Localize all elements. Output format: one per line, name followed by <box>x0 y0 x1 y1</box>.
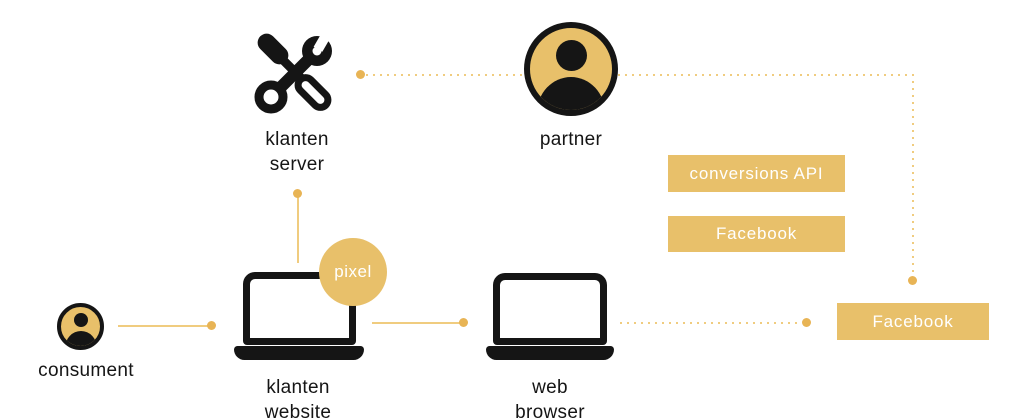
connector-endpoint-dot <box>293 189 302 198</box>
tools-icon <box>254 31 333 114</box>
avatar-head <box>555 40 587 71</box>
connector-endpoint-dot <box>356 70 365 79</box>
connector-consument-to-website <box>118 325 212 327</box>
klanten-website-label-line2: website <box>264 402 332 419</box>
connector-endpoint-dot <box>908 276 917 285</box>
connector-website-to-browser <box>372 322 460 324</box>
consument-label: consument <box>38 360 134 381</box>
connector-website-to-server <box>297 197 299 263</box>
consument-person-icon <box>57 303 104 350</box>
partner-person-icon <box>524 22 618 116</box>
laptop-base <box>486 346 614 360</box>
connector-endpoint-dot <box>459 318 468 327</box>
facebook-badge-right: Facebook <box>837 303 989 340</box>
conversions-api-badge: conversions API <box>668 155 845 192</box>
laptop-screen <box>493 273 607 345</box>
connector-partner-to-facebook-dotted <box>912 74 914 276</box>
pixel-bubble: pixel <box>319 238 387 306</box>
web-browser-label: web browser <box>490 375 610 419</box>
klanten-website-label-line1: klanten <box>266 377 330 398</box>
avatar-shoulders <box>537 77 605 110</box>
connector-browser-to-facebook-dotted <box>620 322 802 324</box>
web-browser-label-line2: browser <box>515 402 585 419</box>
klanten-server-label-line2: server <box>269 154 325 175</box>
connector-endpoint-dot <box>207 321 216 330</box>
laptop-base <box>234 346 364 360</box>
avatar-head <box>73 313 88 327</box>
connector-endpoint-dot <box>802 318 811 327</box>
connector-partner-to-server-dotted <box>366 74 914 76</box>
web-browser-laptop-icon <box>486 273 614 360</box>
web-browser-label-line1: web <box>532 377 568 398</box>
klanten-server-label: klanten server <box>237 127 357 177</box>
avatar-shoulders <box>64 331 97 346</box>
facebook-badge-top: Facebook <box>668 216 845 252</box>
klanten-server-label-line1: klanten <box>265 129 329 150</box>
partner-label: partner <box>539 129 603 150</box>
klanten-website-label: klanten website <box>238 375 358 419</box>
